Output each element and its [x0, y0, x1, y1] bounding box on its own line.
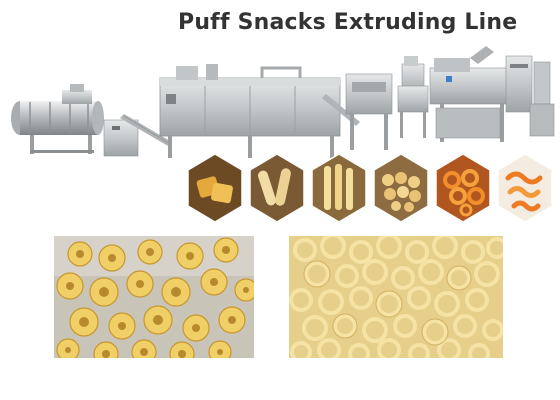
ball-puff-icon	[373, 153, 429, 223]
page-title: Puff Snacks Extruding Line	[178, 10, 518, 35]
flower-puff-snacks-photo	[54, 236, 254, 358]
stick-puff-icon	[311, 153, 367, 223]
flavoring-drum	[11, 84, 104, 154]
ring-puff-icon	[435, 153, 491, 223]
ring-puff-snacks-photo	[289, 236, 503, 358]
twist-puff-icon	[497, 153, 553, 223]
product-thumbnail-row	[187, 153, 553, 223]
filled-roll-icon	[249, 153, 305, 223]
cutting-machine	[345, 73, 393, 150]
square-puff-icon	[187, 153, 243, 223]
extruding-line-machinery-image	[11, 46, 555, 158]
mixer	[397, 56, 429, 138]
extruder	[429, 46, 511, 142]
dryer-oven	[159, 64, 341, 158]
